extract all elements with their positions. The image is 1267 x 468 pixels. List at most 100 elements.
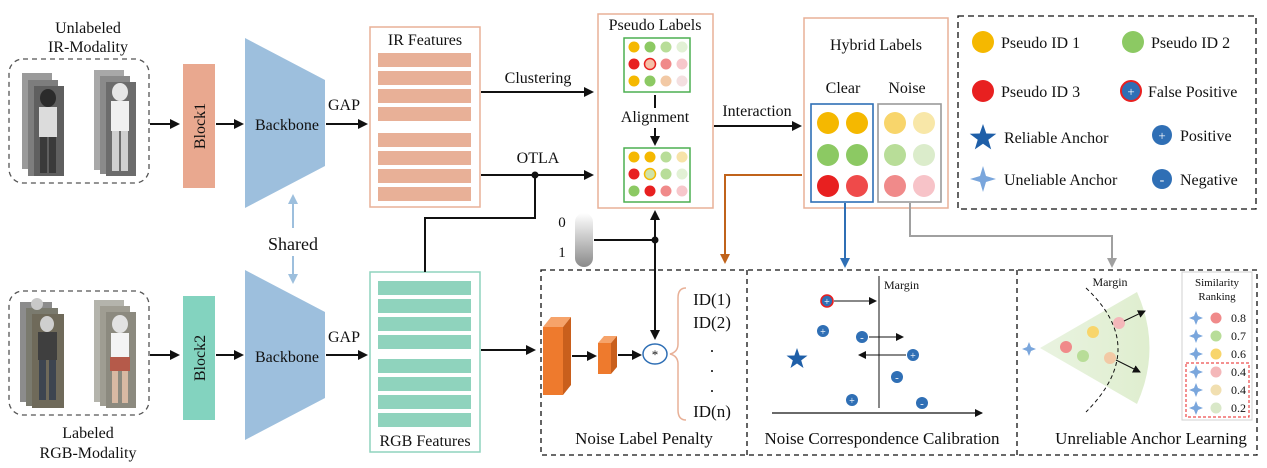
similarity-row-3 (1189, 347, 1222, 361)
rgb-person-image-2 (94, 300, 136, 408)
calibration-reliable-anchor-icon (786, 348, 808, 368)
similarity-row-6 (1189, 401, 1222, 415)
pseudo-grid-after-dots (628, 151, 688, 197)
calibration-positive-point-2: + (907, 349, 919, 362)
pseudo-labels-title: Pseudo Labels (609, 17, 702, 34)
interaction-label: Interaction (722, 103, 791, 120)
calibration-negative-point-1: - (856, 331, 868, 344)
gate-one-label: 1 (558, 245, 566, 261)
rgb-title-line1: Labeled (62, 425, 114, 442)
rgb-title-line2: RGB-Modality (40, 445, 137, 462)
ir-features-title: IR Features (388, 32, 462, 49)
gate-slider (575, 213, 593, 267)
unreliable-anchor-icon (1022, 342, 1036, 356)
legend-positive-icon: + (1152, 125, 1172, 145)
svg-text:-: - (895, 372, 899, 384)
penalty-id-2: ID(2) (693, 313, 731, 332)
calibration-positive-point-3: + (846, 394, 858, 407)
ir-feature-bars (378, 53, 471, 201)
unreliable-margin-label: Margin (1092, 275, 1127, 289)
rgb-image-group (8, 290, 150, 416)
legend-unreliable-anchor-label: Uneliable Anchor (1004, 172, 1118, 189)
rgb-feature-bars (378, 281, 471, 427)
unreliable-push-arrow-2 (1115, 359, 1141, 373)
clustering-label: Clustering (505, 70, 572, 87)
similarity-score-4: 0.4 (1231, 365, 1246, 379)
hybrid-labels-title: Hybrid Labels (830, 37, 922, 54)
block1 (183, 64, 215, 188)
legend-false-positive-icon: + (1120, 80, 1142, 102)
penalty-cube-small (598, 336, 617, 374)
unreliable-margin-arc (1085, 287, 1119, 413)
hybrid-noise-dots (884, 112, 935, 197)
calibration-false-positive-point: + (820, 294, 834, 308)
similarity-row-2 (1189, 329, 1222, 343)
svg-text:+: + (910, 351, 916, 362)
penalty-brace (669, 287, 687, 421)
multiply-node (642, 343, 668, 365)
similarity-score-3: 0.6 (1231, 347, 1246, 361)
similarity-ranking-title-2: Ranking (1198, 291, 1236, 303)
multiply-symbol: * (652, 347, 659, 362)
penalty-dot-2: . (710, 357, 714, 376)
calibration-positive-point-1: + (817, 325, 829, 338)
legend-pseudo-id2-swatch (1122, 31, 1144, 53)
block1-label: Block1 (192, 103, 209, 149)
similarity-ranking-title-1: Similarity (1195, 277, 1240, 289)
penalty-dot-3: . (710, 377, 714, 396)
ir-person-image-1 (22, 73, 64, 176)
svg-text:+: + (1158, 128, 1165, 143)
rgb-features-title: RGB Features (379, 433, 470, 450)
similarity-score-2: 0.7 (1231, 329, 1246, 343)
unreliable-push-arrow-1 (1123, 310, 1146, 322)
rgb-to-otla-line (424, 175, 536, 272)
backbone-rgb-label: Backbone (255, 349, 319, 366)
penalty-cube-large (543, 317, 571, 395)
similarity-score-5: 0.4 (1231, 383, 1246, 397)
svg-text:-: - (860, 332, 864, 344)
calibration-title: Noise Correspondence Calibration (764, 429, 1000, 448)
similarity-row-4 (1189, 365, 1222, 379)
legend-negative-icon: - (1152, 169, 1172, 189)
hybrid-clear-label: Clear (826, 80, 861, 97)
gate-zero-label: 0 (558, 215, 566, 231)
unreliable-fan (1040, 292, 1150, 404)
rgb-person-image-1 (20, 298, 64, 408)
legend-box (957, 15, 1257, 210)
gap-label-ir: GAP (328, 97, 360, 114)
legend-negative-label: Negative (1180, 172, 1238, 189)
backbone-rgb (245, 270, 325, 440)
unreliable-points (1060, 317, 1125, 364)
arrow-noise-to-unreliable (909, 203, 1117, 268)
calibration-margin-label: Margin (884, 278, 919, 292)
shared-label: Shared (268, 234, 318, 254)
legend-pseudo-id2-label: Pseudo ID 2 (1151, 35, 1230, 52)
legend-reliable-anchor-label: Reliable Anchor (1004, 130, 1109, 147)
legend-pseudo-id3-swatch (972, 80, 994, 102)
arrow-hybrid-to-penalty (720, 174, 802, 264)
legend-positive-label: Positive (1180, 128, 1232, 145)
penalty-dot-1: . (710, 337, 714, 356)
similarity-score-6: 0.2 (1231, 401, 1246, 415)
ir-person-image-2 (94, 70, 136, 176)
ir-title-line1: Unlabeled (55, 20, 121, 37)
svg-text:+: + (820, 327, 826, 338)
block2-label: Block2 (192, 335, 209, 381)
svg-text:+: + (849, 396, 855, 407)
penalty-id-1: ID(1) (693, 290, 731, 309)
similarity-row-5 (1189, 383, 1222, 397)
gap-label-rgb: GAP (328, 329, 360, 346)
hybrid-clear-dots (817, 112, 868, 197)
block2 (183, 296, 215, 420)
svg-text:+: + (1127, 84, 1134, 99)
calibration-negative-point-3: - (916, 397, 928, 410)
calibration-negative-point-2: - (891, 371, 903, 384)
svg-text:+: + (824, 297, 830, 308)
pseudo-grid-before-dots (628, 41, 688, 87)
otla-label: OTLA (517, 150, 560, 167)
legend-pseudo-id1-label: Pseudo ID 1 (1001, 35, 1080, 52)
penalty-id-n: ID(n) (693, 402, 731, 421)
alignment-label: Alignment (621, 109, 690, 126)
legend-false-positive-label: False Positive (1148, 84, 1237, 101)
